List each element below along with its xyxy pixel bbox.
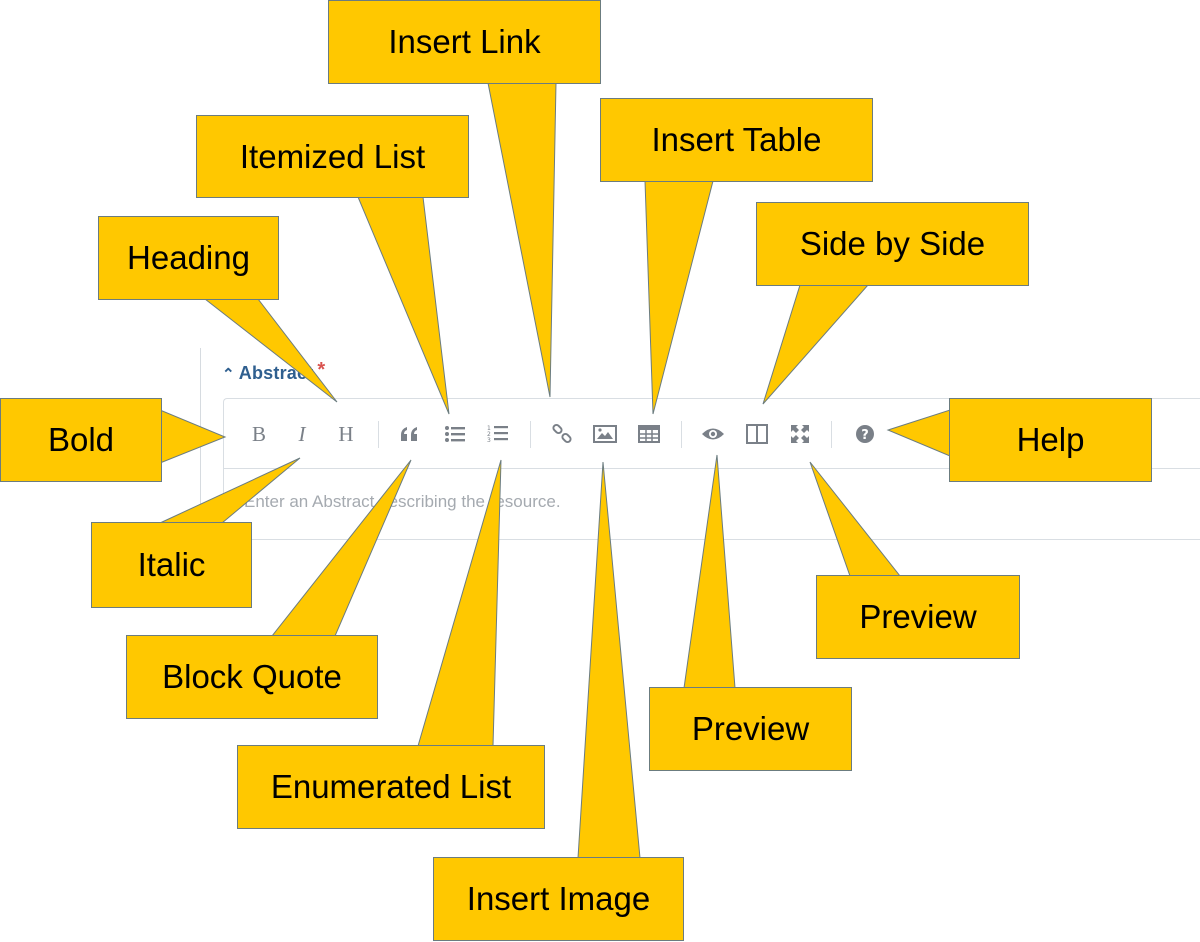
eye-icon [702,428,724,440]
callout-insert-link: Insert Link [328,0,601,84]
help-button[interactable]: ? [850,420,880,448]
image-icon [593,425,617,443]
toolbar-separator [530,421,531,448]
table-icon [638,425,660,443]
link-icon [552,423,572,444]
ordered-list-button[interactable]: 1 2 3 [483,420,513,448]
toolbar-separator [378,421,379,448]
unordered-list-button[interactable] [440,420,470,448]
callout-insert-image: Insert Image [433,857,684,941]
preview-right-pointer [809,461,902,577]
side-by-side-button[interactable] [742,420,772,448]
abstract-editor-placeholder[interactable]: Enter an Abstract describing the resourc… [244,492,561,511]
heading-button[interactable]: H [331,420,361,448]
heading-pointer [203,298,338,403]
callout-side-by-side: Side by Side [756,202,1029,286]
bold-pointer [159,409,227,464]
quote-icon [401,427,417,441]
image-button[interactable] [590,420,620,448]
insert-image-pointer [577,461,641,859]
italic-icon: I [298,421,306,446]
callout-enumerated-list: Enumerated List [237,745,545,829]
link-button[interactable] [547,420,577,448]
toolbar-separator [831,421,832,448]
columns-icon [746,424,768,444]
preview-center-pointer [683,454,736,689]
svg-text:1: 1 [487,425,491,432]
callout-heading: Heading [98,216,279,300]
insert-table-pointer [644,180,714,415]
enumerated-list-pointer [417,459,502,747]
svg-text:3: 3 [487,437,491,444]
unordered-list-icon [445,426,465,442]
svg-text:2: 2 [487,431,491,438]
help-icon: ? [856,425,874,443]
bold-button[interactable]: B [244,420,274,448]
callout-preview-center: Preview [649,687,852,771]
preview-button[interactable] [698,420,728,448]
callout-insert-table: Insert Table [600,98,873,182]
callout-block-quote: Block Quote [126,635,378,719]
italic-button[interactable]: I [287,420,317,448]
bold-icon: B [251,421,266,446]
required-asterisk: * [317,359,326,381]
editor-toolbar [223,398,1200,469]
fullscreen-icon [791,425,809,443]
side-by-side-pointer [762,284,870,405]
callout-bold: Bold [0,398,162,482]
chevron-up-icon[interactable]: ⌃ [222,366,235,383]
callout-help: Help [949,398,1152,482]
itemized-list-pointer [357,196,450,415]
italic-pointer [159,457,301,524]
fullscreen-button[interactable] [785,420,815,448]
insert-link-pointer [487,82,557,398]
heading-icon: H [338,421,354,446]
ordered-list-icon: 1 2 3 [487,425,508,444]
callout-italic: Italic [91,522,252,608]
quote-button[interactable] [395,420,425,448]
block-quote-pointer [270,459,412,637]
callout-itemized-list: Itemized List [196,115,469,198]
callout-preview-right: Preview [816,575,1020,659]
help-pointer [886,409,951,457]
svg-text:?: ? [861,428,869,443]
table-button[interactable] [634,420,664,448]
toolbar-separator [681,421,682,448]
